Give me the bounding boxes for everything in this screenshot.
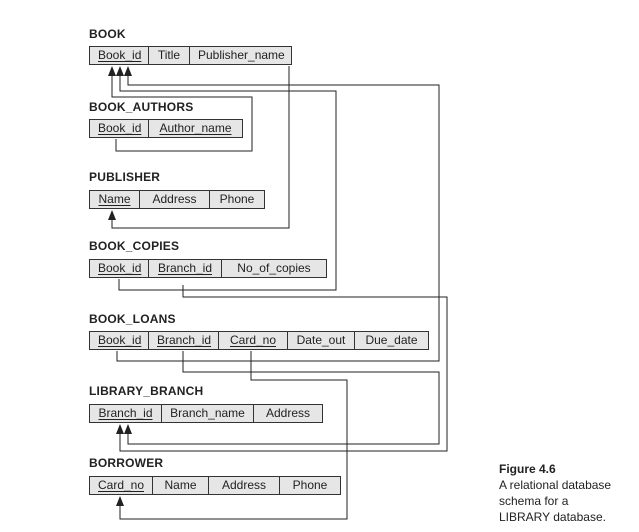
attr-library-branch-address: Address (265, 406, 311, 420)
arrowhead-book-1 (108, 66, 116, 76)
attr-book-copies-book-id: Book_id (90, 260, 149, 277)
relation-name-library-branch: LIBRARY_BRANCH (89, 384, 204, 398)
relation-name-book-authors: BOOK_AUTHORS (89, 100, 194, 114)
relation-box-book-copies: Book_id Branch_id No_of_copies (89, 259, 327, 278)
figure-caption: Figure 4.6 A relational database schema … (499, 461, 634, 525)
relation-name-book: BOOK (89, 27, 126, 41)
attr-book-loans-date-out: Date_out (288, 332, 355, 349)
arrowhead-publisher (108, 210, 116, 220)
figure-caption-line-1: A relational database (499, 478, 612, 492)
fk-line-book-loans-borrower (119, 351, 348, 520)
fk-line-book-authors-book (111, 73, 253, 152)
figure-caption-line-3: LIBRARY database. (499, 510, 606, 524)
relation-box-publisher: Name Address Phone (89, 190, 265, 209)
arrowhead-borrower (116, 496, 124, 506)
fk-line-book-loans-branch (127, 351, 440, 445)
attr-book-copies-no-of-copies: No_of_copies (237, 261, 311, 275)
attr-library-branch-branch-name: Branch_name (162, 405, 254, 422)
attr-publisher-name: Name (90, 191, 140, 208)
relation-name-book-copies: BOOK_COPIES (89, 239, 180, 253)
relation-name-publisher: PUBLISHER (89, 170, 161, 184)
attr-book-loans-card-no: Card_no (219, 332, 288, 349)
attr-publisher-phone: Phone (219, 192, 255, 206)
attr-book-loans-branch-id: Branch_id (149, 332, 219, 349)
relation-name-borrower: BORROWER (89, 456, 164, 470)
attr-publisher-address: Address (140, 191, 210, 208)
relation-box-library-branch: Branch_id Branch_name Address (89, 404, 323, 423)
attr-book-title: Title (149, 47, 190, 64)
relation-box-book: Book_id Title Publisher_name (89, 46, 292, 65)
attr-library-branch-branch-id: Branch_id (90, 405, 162, 422)
fk-line-book-copies-book (118, 73, 337, 291)
attr-book-loans-book-id: Book_id (90, 332, 149, 349)
arrowhead-branch-1 (116, 424, 124, 434)
attr-borrower-name: Name (153, 477, 209, 494)
fk-line-book-loans-book (116, 73, 440, 362)
relation-name-book-loans: BOOK_LOANS (89, 312, 176, 326)
attr-book-loans-due-date: Due_date (365, 333, 418, 347)
figure-title: Figure 4.6 (499, 462, 556, 476)
attr-book-authors-author-name: Author_name (159, 121, 232, 135)
relation-box-book-authors: Book_id Author_name (89, 119, 243, 138)
attr-borrower-card-no: Card_no (90, 477, 153, 494)
fk-line-book-copies-branch (119, 285, 448, 452)
figure-caption-line-2: schema for a (499, 494, 569, 508)
relation-box-book-loans: Book_id Branch_id Card_no Date_out Due_d… (89, 331, 429, 350)
attr-borrower-phone: Phone (292, 478, 328, 492)
arrowhead-book-2 (116, 66, 124, 76)
attr-book-book-id: Book_id (90, 47, 149, 64)
attr-book-authors-book-id: Book_id (90, 120, 149, 137)
arrowhead-book-3 (124, 66, 132, 76)
fk-line-book-publisher (111, 66, 290, 229)
relation-box-borrower: Card_no Name Address Phone (89, 476, 341, 495)
arrowhead-branch-2 (124, 424, 132, 434)
attr-book-copies-branch-id: Branch_id (149, 260, 222, 277)
attr-book-publisher-name: Publisher_name (198, 48, 285, 62)
attr-borrower-address: Address (209, 477, 280, 494)
